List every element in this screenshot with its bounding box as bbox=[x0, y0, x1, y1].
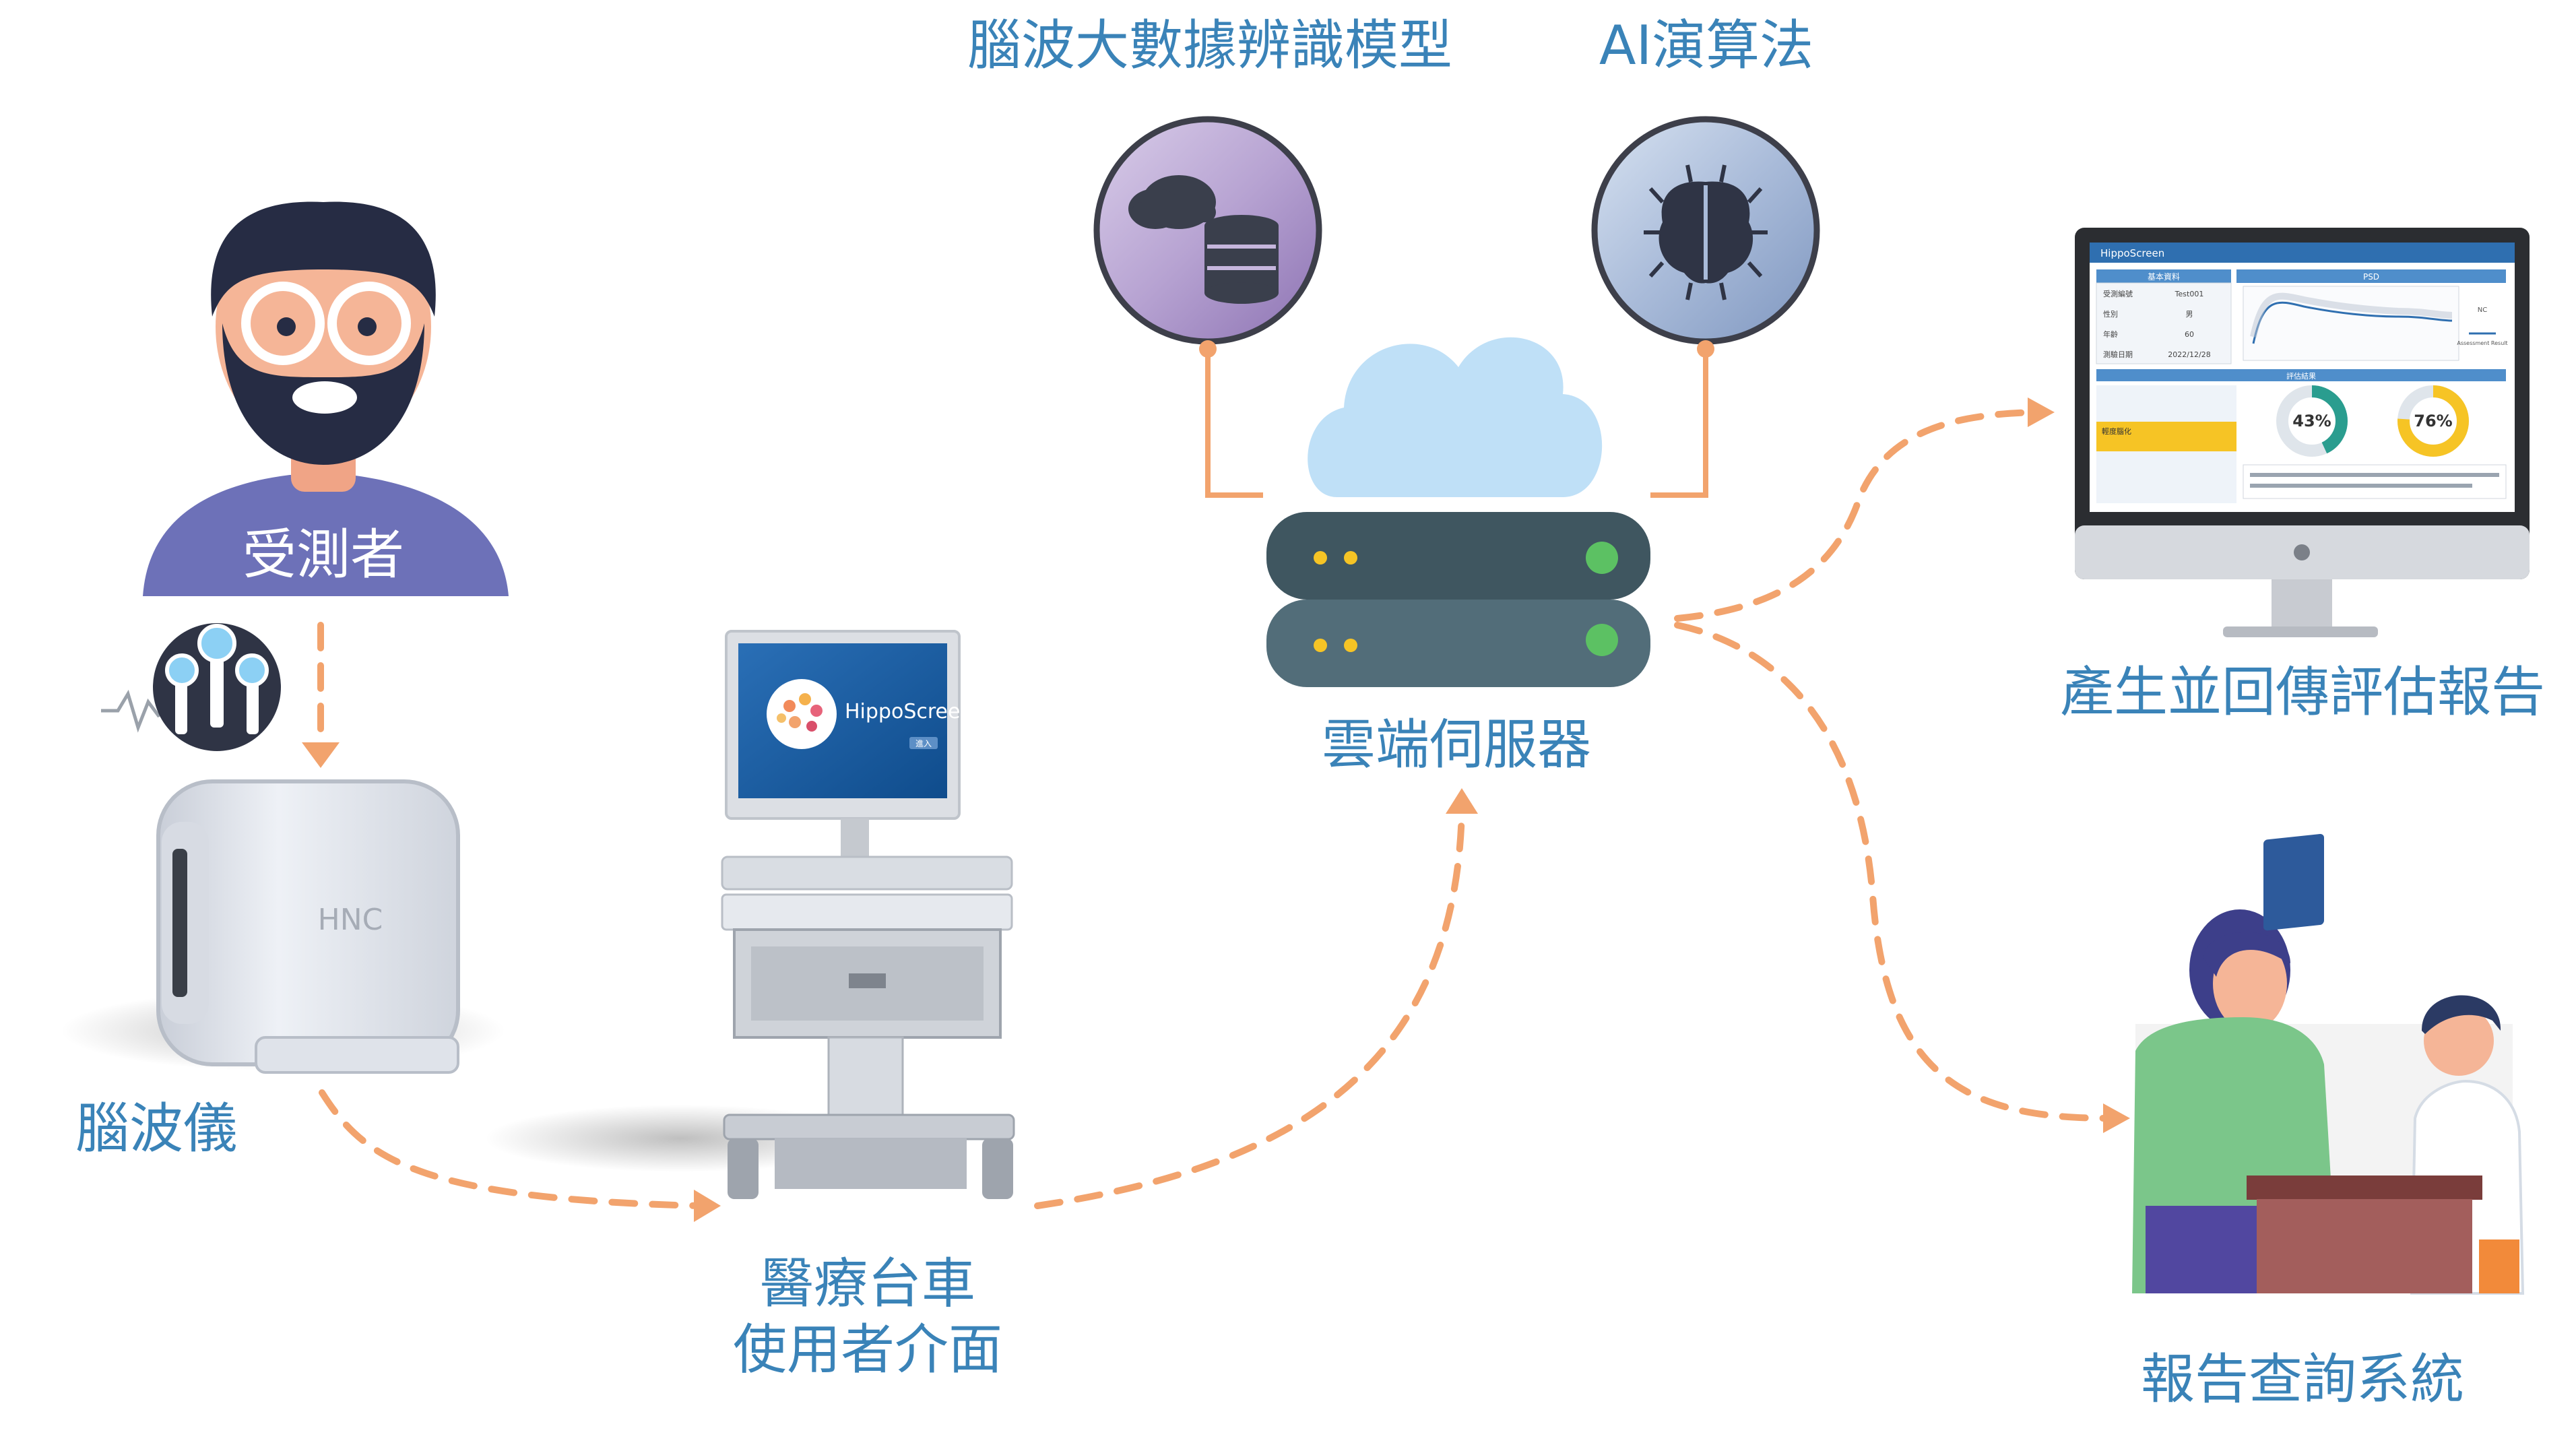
arrowhead-down bbox=[302, 742, 340, 768]
cloud-shape bbox=[1308, 337, 1603, 497]
server-led-bottom bbox=[1586, 624, 1618, 656]
donut-a bbox=[2276, 385, 2348, 457]
signal-wave bbox=[101, 689, 170, 733]
basic-info-table: 受測編號 Test001 性別 男 年齡 60 測驗日期 2022/12/28 bbox=[2096, 282, 2232, 364]
eeg-device: HNC bbox=[61, 779, 505, 1074]
side-tag: NC bbox=[2478, 307, 2487, 314]
big-data-circle bbox=[1093, 116, 1322, 358]
query-laptop bbox=[2263, 833, 2324, 931]
arrow-server-to-report bbox=[1674, 409, 2038, 622]
cart-monitor-mount bbox=[841, 818, 869, 859]
arrow-cart-to-server bbox=[1034, 808, 1465, 1209]
report-query-illustration bbox=[2132, 833, 2525, 1295]
cart-enter-button[interactable] bbox=[909, 737, 938, 749]
cart-base-lower bbox=[775, 1138, 967, 1189]
subject-mouth bbox=[292, 381, 357, 414]
info-label-3: 測驗日期 bbox=[2103, 350, 2133, 359]
woman-pants bbox=[2146, 1206, 2257, 1293]
cloud-server-label: 雲端伺服器 bbox=[1322, 713, 1591, 776]
brain-chip-icon bbox=[1644, 164, 1768, 300]
cart-base bbox=[723, 1114, 1015, 1140]
server-unit-bottom bbox=[1266, 600, 1650, 687]
basic-info-header: 基本資料 bbox=[2148, 272, 2180, 282]
cart-app-name: HippoScreen bbox=[845, 700, 973, 723]
arrowhead-query bbox=[2103, 1103, 2130, 1133]
query-desk-body bbox=[2257, 1199, 2472, 1293]
info-value-0: Test001 bbox=[2175, 290, 2204, 298]
device-connector bbox=[172, 849, 187, 997]
info-value-2: 60 bbox=[2185, 330, 2194, 339]
arrowhead-cart bbox=[694, 1190, 721, 1222]
notice-title: 輕度腦化 bbox=[2102, 426, 2131, 436]
query-desk-top bbox=[2247, 1176, 2482, 1200]
arrowhead-server bbox=[1446, 788, 1478, 814]
monitor-stand bbox=[2272, 579, 2332, 633]
report-monitor: HippoScreen 基本資料 受測編號 Test001 性別 男 年齡 60… bbox=[2075, 228, 2530, 637]
cart-wheel-left bbox=[728, 1138, 759, 1199]
report-topbar bbox=[2090, 243, 2515, 263]
medical-cart: HippoScreen 進入 bbox=[485, 630, 1015, 1199]
legend-text: Assessment Result bbox=[2457, 340, 2507, 346]
cloud-server bbox=[1266, 337, 1650, 687]
cloud-database-icon bbox=[1128, 175, 1279, 304]
info-label-1: 性別 bbox=[2103, 309, 2118, 319]
percent-b: 76% bbox=[2414, 412, 2452, 430]
eeg-device-label: 腦波儀 bbox=[75, 1097, 237, 1160]
server-unit-top bbox=[1266, 512, 1650, 600]
assessment-header: 評估結果 bbox=[2286, 371, 2316, 381]
report-return-label: 產生並回傳評估報告 bbox=[2060, 661, 2545, 723]
subject-eye-right bbox=[358, 317, 377, 336]
info-label-0: 受測編號 bbox=[2103, 289, 2133, 298]
subject-shirt bbox=[143, 475, 509, 596]
monitor-foot bbox=[2223, 626, 2378, 637]
info-label-2: 年齡 bbox=[2103, 329, 2118, 339]
server-led-top bbox=[1586, 542, 1618, 574]
electrode-icon bbox=[101, 623, 281, 751]
psd-chart: NC Assessment Result bbox=[2243, 286, 2508, 361]
ai-algorithm-circle bbox=[1591, 116, 1820, 358]
glasses-right-lens bbox=[327, 282, 411, 365]
cart-label-line1: 醫療台車 bbox=[760, 1252, 975, 1315]
device-stand bbox=[255, 1036, 459, 1074]
donut-b bbox=[2397, 385, 2469, 457]
doctor-face bbox=[2424, 1006, 2494, 1076]
cart-drawer-handle bbox=[849, 973, 886, 988]
ai-algorithm-label: AI演算法 bbox=[1599, 14, 1814, 77]
flow-arrows bbox=[317, 409, 2112, 1209]
subject-hair bbox=[211, 201, 436, 317]
notice-banner bbox=[2096, 422, 2236, 451]
subject-label: 受測者 bbox=[243, 523, 404, 586]
glasses-left-lens bbox=[241, 282, 325, 365]
arrowheads bbox=[302, 397, 2130, 1222]
woman-face bbox=[2213, 936, 2287, 1031]
info-value-1: 男 bbox=[2186, 310, 2193, 319]
subject-illustration bbox=[143, 201, 509, 596]
cart-wheel-right bbox=[982, 1138, 1013, 1199]
doctor-pants bbox=[2479, 1239, 2519, 1293]
circle-connectors bbox=[1205, 349, 1708, 498]
cart-keyboard-tray bbox=[721, 893, 1013, 931]
arrow-server-to-query bbox=[1674, 622, 2112, 1122]
cart-top-tray bbox=[721, 856, 1013, 891]
psd-header: PSD bbox=[2363, 272, 2379, 282]
device-brand-logo: HNC bbox=[318, 903, 383, 937]
arrowhead-report bbox=[2028, 397, 2055, 427]
percent-a: 43% bbox=[2292, 412, 2331, 430]
subject-eye-left bbox=[277, 317, 296, 336]
info-value-3: 2022/12/28 bbox=[2168, 350, 2210, 359]
cart-label-line2: 使用者介面 bbox=[733, 1318, 1002, 1381]
cart-enter-label: 進入 bbox=[915, 739, 932, 748]
cart-app-logo bbox=[767, 679, 837, 749]
report-query-label: 報告查詢系統 bbox=[2141, 1348, 2464, 1411]
brain-dots-icon bbox=[777, 693, 823, 732]
arrow-device-to-cart bbox=[319, 1089, 704, 1209]
big-data-model-label: 腦波大數據辨識模型 bbox=[967, 14, 1452, 77]
report-app-name: HippoScreen bbox=[2100, 247, 2164, 259]
cart-pole bbox=[827, 1036, 904, 1120]
